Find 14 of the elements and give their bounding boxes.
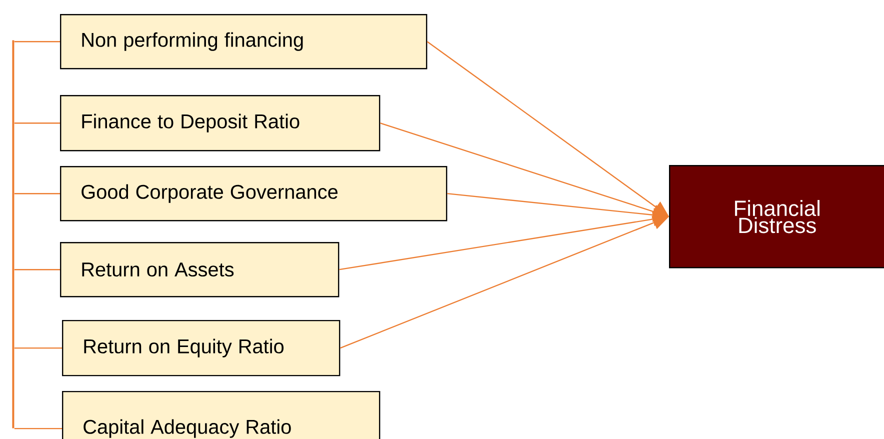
factor-box: Capital Adequacy Ratio — [62, 391, 380, 439]
connector-line — [14, 41, 60, 42]
factor-box: Good Corporate Governance — [60, 166, 448, 222]
connector-line — [14, 122, 60, 124]
outcome-box: Financial Distress — [669, 165, 884, 268]
factor-box: Return on Equity Ratio — [62, 320, 340, 376]
connector-line — [14, 348, 62, 349]
factor-box: Finance to Deposit Ratio — [60, 95, 380, 152]
connector-line — [14, 269, 60, 270]
bus-bar — [12, 40, 14, 428]
connector-line — [14, 428, 62, 430]
connector-line — [14, 193, 60, 194]
factor-box: Return on Assets — [60, 242, 340, 298]
factor-box: Non performing financing — [60, 14, 428, 70]
